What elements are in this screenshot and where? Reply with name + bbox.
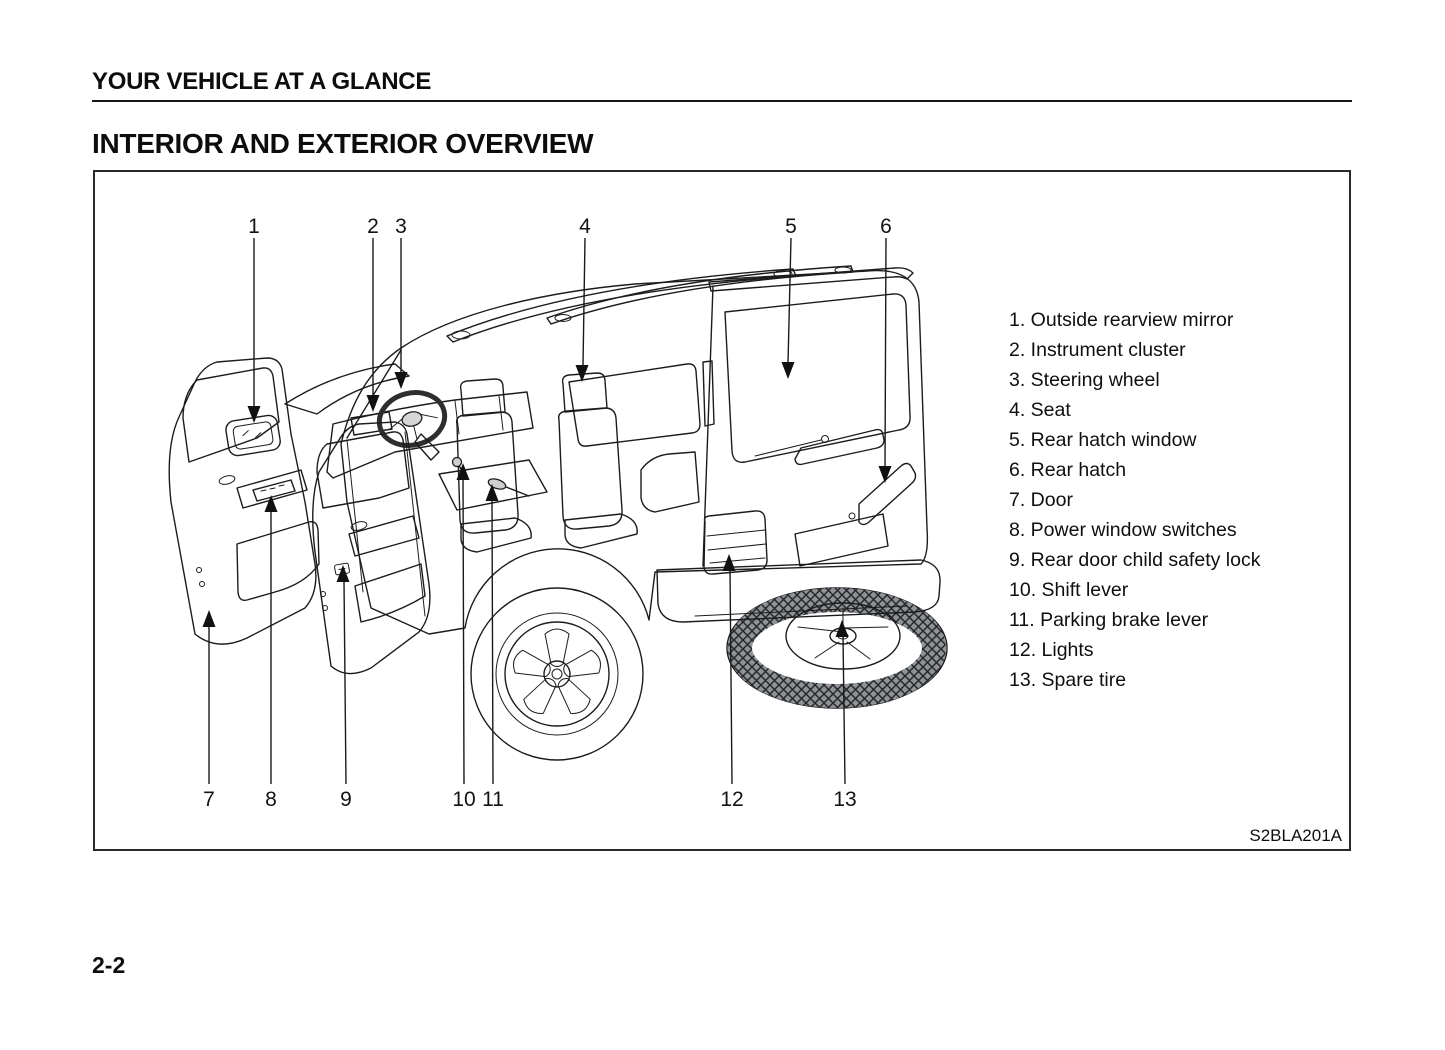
leader-line-13 [842, 635, 846, 785]
legend-item: 6. Rear hatch [1009, 459, 1127, 481]
legend-item: 13. Spare tire [1009, 669, 1127, 691]
arrowhead-13 [835, 620, 849, 637]
center-console [438, 459, 548, 511]
steering-column [414, 433, 440, 461]
rear-hatch-window [724, 293, 911, 463]
vehicle-illustration: 1 2 3 4 5 6 7 8 9 10 11 12 13 [168, 215, 948, 811]
interior [326, 372, 700, 617]
rear-door-pocket [354, 563, 426, 623]
title-rule [92, 100, 1352, 102]
callout-number-3: 3 [395, 215, 407, 238]
arrowhead-2 [366, 395, 380, 412]
figure-code: S2BLA201A [1249, 826, 1342, 845]
wheel-spokes [513, 628, 601, 714]
leader-line-4 [582, 237, 586, 367]
front-door-open [168, 357, 320, 645]
driver-seat [455, 378, 532, 553]
d-pillar-window [702, 360, 715, 427]
rear-wiper [754, 439, 822, 457]
rear-door-armrest [348, 515, 420, 557]
arrowhead-9 [336, 565, 350, 582]
leader-line-5 [787, 237, 792, 364]
legend-item: 11. Parking brake lever [1009, 609, 1209, 631]
license-garnish [794, 513, 889, 567]
car-body [284, 265, 929, 635]
callouts: 1 2 3 4 5 6 7 8 9 10 11 12 13 [202, 215, 892, 811]
callout-number-11: 11 [482, 788, 504, 811]
arrowhead-7 [202, 610, 216, 627]
arrowhead-10 [456, 463, 470, 480]
legend-item: 12. Lights [1009, 639, 1094, 661]
arrowhead-8 [264, 495, 278, 512]
window-switches [252, 479, 296, 502]
legend-item: 8. Power window switches [1009, 519, 1237, 541]
rear-spoiler [708, 267, 914, 292]
front-door-armrest [236, 469, 308, 509]
legend-item: 3. Steering wheel [1009, 369, 1160, 391]
section-title: YOUR VEHICLE AT A GLANCE [92, 68, 432, 95]
rear-door-open [312, 421, 431, 675]
page-number: 2-2 [92, 952, 126, 978]
leader-line-6 [884, 237, 887, 468]
callout-number-7: 7 [203, 788, 215, 811]
tail-light [703, 510, 768, 575]
leader-line-12 [729, 569, 733, 785]
legend-item: 4. Seat [1009, 399, 1071, 421]
legend-item: 9. Rear door child safety lock [1009, 549, 1261, 571]
rear-hatch [703, 293, 917, 575]
legend-item: 1. Outside rearview mirror [1009, 309, 1234, 331]
cowl [284, 363, 410, 415]
spare-tire [726, 587, 948, 709]
legend-item: 10. Shift lever [1009, 579, 1129, 601]
callout-number-13: 13 [833, 788, 856, 811]
figure-box: 1 2 3 4 5 6 7 8 9 10 11 12 13 1. Outside… [93, 170, 1351, 851]
legend-item: 5. Rear hatch window [1009, 429, 1197, 451]
rear-hatch-handle [858, 462, 917, 526]
callout-number-12: 12 [720, 788, 743, 811]
legend-item: 2. Instrument cluster [1009, 339, 1186, 361]
front-seat [557, 372, 638, 549]
high-mount-lamp [794, 428, 885, 466]
quarter-window [568, 363, 701, 447]
rear-wheel [470, 587, 644, 761]
rear-seat [640, 451, 700, 513]
arrowhead-1 [247, 406, 261, 423]
a-pillar [346, 349, 402, 439]
callout-number-4: 4 [579, 215, 591, 238]
page-heading: INTERIOR AND EXTERIOR OVERVIEW [92, 128, 594, 159]
leader-line-11 [491, 499, 494, 785]
arrowhead-6 [878, 466, 892, 483]
legend-item: 7. Door [1009, 489, 1073, 511]
hatch-keyhole [848, 512, 856, 520]
arrowhead-11 [485, 484, 499, 501]
steering-wheel [376, 390, 448, 448]
door-mirror [225, 414, 281, 457]
leader-line-9 [343, 580, 347, 785]
arrowhead-3 [394, 372, 408, 389]
instrument-cluster [350, 411, 393, 436]
callout-number-2: 2 [367, 215, 379, 238]
body-silhouette [340, 269, 929, 635]
callout-number-9: 9 [340, 788, 352, 811]
callout-number-1: 1 [248, 215, 260, 238]
arrowhead-12 [722, 554, 736, 571]
front-door-pocket [236, 520, 320, 602]
callout-number-5: 5 [785, 215, 797, 238]
arrowhead-4 [575, 365, 589, 382]
callout-number-6: 6 [880, 215, 892, 238]
rear-door-handle [350, 521, 368, 531]
spare-rim-spokes [797, 607, 889, 660]
callout-number-10: 10 [452, 788, 475, 811]
leader-line-10 [462, 478, 465, 785]
arrowhead-5 [781, 362, 795, 379]
figure-legend: 1. Outside rearview mirror 2. Instrument… [1009, 305, 1339, 695]
callout-number-8: 8 [265, 788, 277, 811]
front-door-handle [218, 475, 236, 485]
